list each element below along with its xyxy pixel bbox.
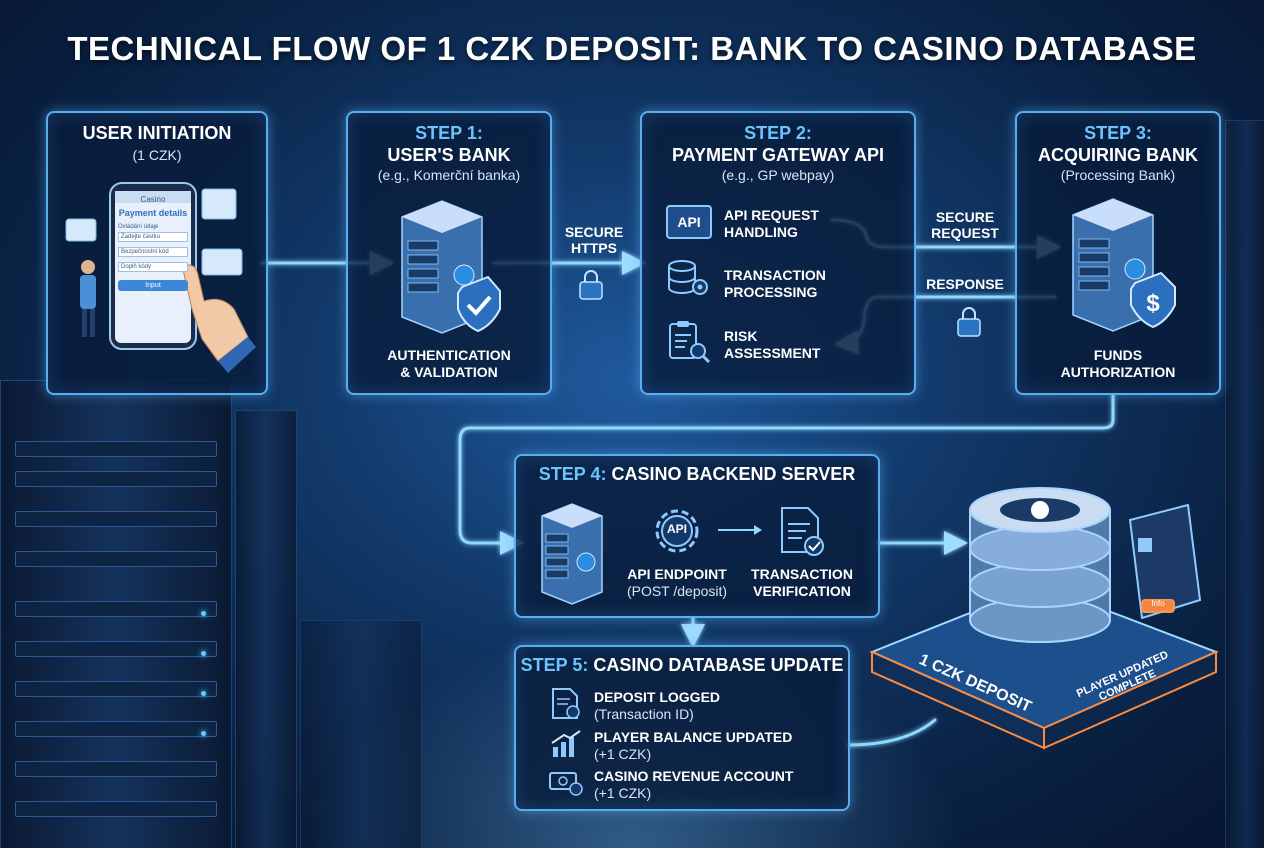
step5-item-sub: (+1 CZK) [594,746,652,762]
step2-item: HANDLING [724,224,798,240]
step2-label: STEP 2: [744,123,812,143]
link-label: SECURE [935,209,995,225]
panel-step3-acquiring-bank: STEP 3: ACQUIRING BANK (Processing Bank)… [1015,111,1221,395]
page-title: TECHNICAL FLOW OF 1 CZK DEPOSIT: BANK TO… [67,30,1197,67]
phone-input[interactable]: Zadejte částku [118,232,188,242]
arrow-right-icon [718,525,762,535]
step5-label: STEP 5: [520,655,589,675]
server-rack-right [1225,120,1264,848]
step4-label: STEP 4: [538,464,607,484]
document-check-icon [781,507,824,556]
api-gear-icon [655,509,699,553]
step3-title: ACQUIRING BANK [1038,145,1198,165]
server-rack-left-2 [235,410,297,848]
panel-step4-casino-backend: STEP 4: CASINO BACKEND SERVER API API EN… [514,454,880,618]
step1-caption: AUTHENTICATION [387,347,511,363]
panel-step1-users-bank: STEP 1: USER'S BANK (e.g., Komerční bank… [346,111,552,395]
document-check-icon [552,688,580,719]
phone-input[interactable]: Doplň kódy [118,262,188,272]
database-gear-icon [668,260,708,295]
step4-verification: TRANSACTION [751,566,853,582]
step5-title: CASINO DATABASE UPDATE [593,655,844,675]
link-label: SECURE [564,224,624,240]
backend-server-icon [541,503,603,605]
panel-user-initiation: USER INITIATION (1 CZK) Casino Payment d… [46,111,268,395]
link-label-response: RESPONSE [926,276,1004,292]
server-rack-left [0,380,232,848]
clipboard-search-icon [669,321,711,364]
panel-step5-database-update: STEP 5: CASINO DATABASE UPDATE DEPOSIT L… [514,645,850,811]
step5-item-title: DEPOSIT LOGGED [594,689,721,705]
db-card-button: Info [1151,599,1165,608]
user-panel-subtitle: (1 CZK) [132,147,182,163]
step3-caption: FUNDS [1093,347,1143,363]
panel-step2-payment-gateway: STEP 2: PAYMENT GATEWAY API (e.g., GP we… [640,111,916,395]
step5-item-title: PLAYER BALANCE UPDATED [594,729,793,745]
step4-endpoint: API ENDPOINT [627,566,727,582]
link-db-update-to-database [846,718,937,747]
api-badge: API [666,522,687,536]
link-label-https: SECURE HTTPS [548,224,640,256]
step1-title: USER'S BANK [387,145,511,165]
step3-label: STEP 3: [1084,123,1152,143]
money-icon [549,772,583,796]
step2-item: ASSESSMENT [724,345,821,361]
link-label-secure-request: SECURE REQUEST [915,209,1015,241]
step1-subtitle: (e.g., Komerční banka) [377,167,521,183]
step1-label: STEP 1: [415,123,483,143]
step3-subtitle: (Processing Bank) [1060,167,1176,183]
step5-item-sub: (+1 CZK) [594,785,652,801]
step4-verification: VERIFICATION [753,583,851,599]
step4-title: CASINO BACKEND SERVER [611,464,856,484]
step4-endpoint-sub: (POST /deposit) [626,583,728,599]
link-label: REQUEST [931,225,999,241]
phone-screen: Casino Payment details Ovládání údaje Za… [118,195,188,291]
step2-item: PROCESSING [724,284,818,300]
phone-input[interactable]: Bezpečnostní kód [118,247,188,257]
user-panel-title: USER INITIATION [82,123,232,143]
svg-text:$: $ [1146,290,1160,317]
bar-chart-up-icon [551,730,581,757]
link-label: HTTPS [571,240,617,256]
phone-input-button[interactable]: Input [118,280,188,291]
step2-title: PAYMENT GATEWAY API [671,145,885,165]
api-icon: API [666,205,712,239]
lock-icon [579,270,603,300]
phone-heading: Payment details [118,208,188,218]
phone-field-label: Ovládání údaje [118,224,159,230]
lock-icon [957,307,981,337]
bank-server-dollar-icon: $ [1072,198,1176,332]
step5-item-sub: (Transaction ID) [594,706,694,722]
server-rack-center [300,620,422,848]
step5-item-title: CASINO REVENUE ACCOUNT [594,768,794,784]
arrow-acquirer-to-backend [458,393,1115,555]
step3-caption: AUTHORIZATION [1060,364,1176,380]
bank-server-shield-icon [401,200,501,334]
phone-header: Casino [140,195,166,204]
step2-item: TRANSACTION [724,267,826,283]
step2-subtitle: (e.g., GP webpay) [721,167,835,183]
step1-caption: & VALIDATION [400,364,498,380]
step2-item: RISK [724,328,758,344]
step2-item: API REQUEST [724,207,819,223]
